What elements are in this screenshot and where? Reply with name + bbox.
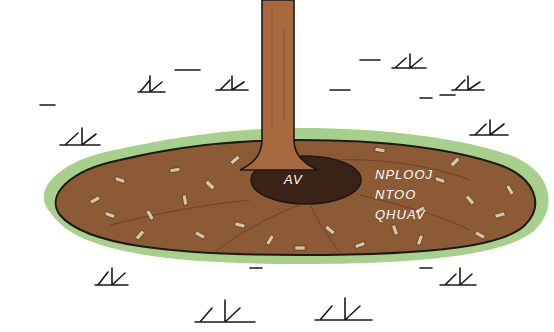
node-label: NPLOOJ NTOO QHUAV [375,165,455,225]
node-label: AV [284,170,324,190]
